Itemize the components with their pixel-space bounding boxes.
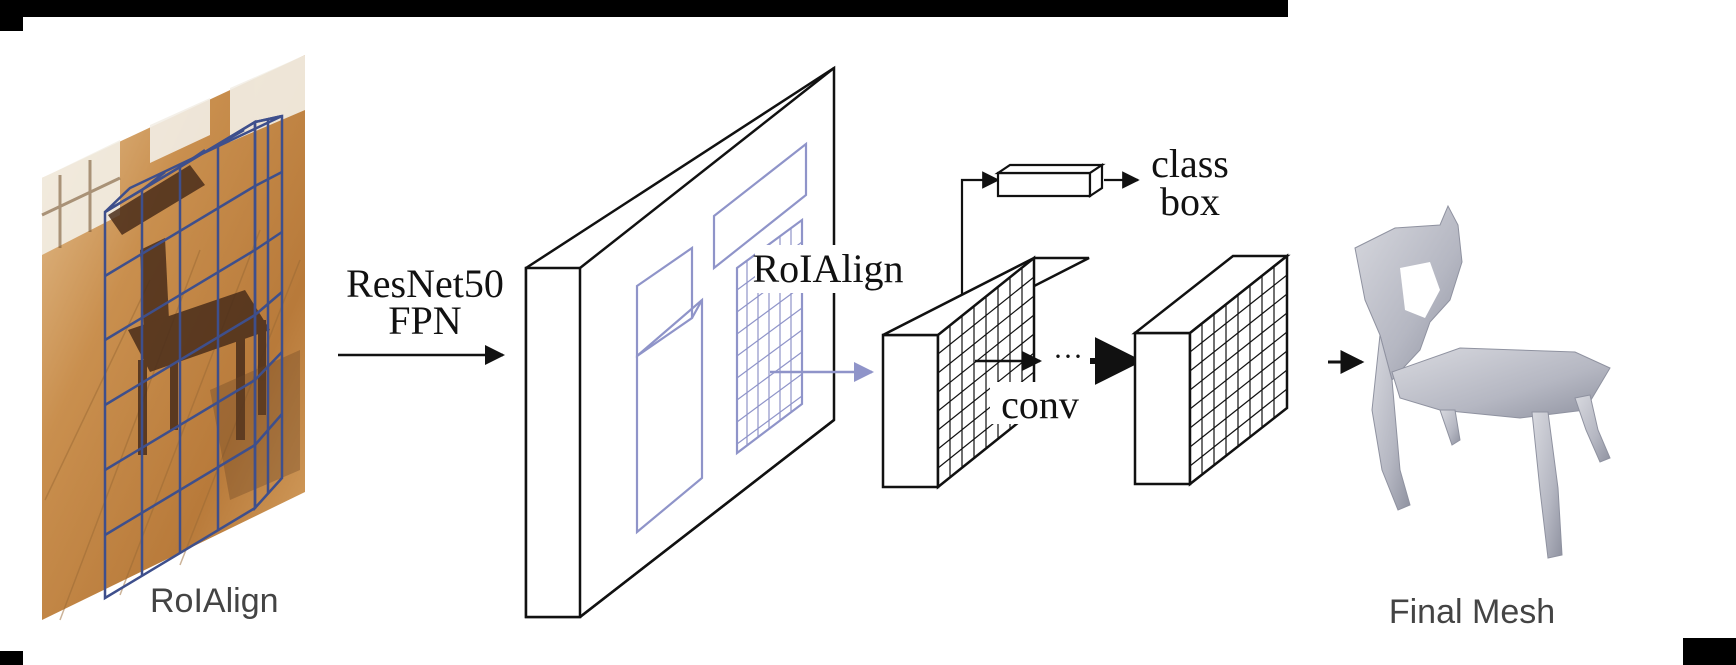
voxel-grid-overlay xyxy=(103,114,284,601)
fc-head-box xyxy=(994,162,1106,199)
top-black-bar xyxy=(0,0,1288,17)
head-branch-line xyxy=(960,171,1000,295)
feature-map-block xyxy=(524,65,836,619)
caption-final-mesh: Final Mesh xyxy=(1389,593,1555,631)
roi-boxes xyxy=(635,141,808,535)
output-box-label: box xyxy=(1160,179,1220,224)
conv-label: conv xyxy=(1001,382,1079,427)
corner-mark-bottom-right xyxy=(1683,638,1736,665)
output-class-label: class xyxy=(1151,141,1229,186)
final-mesh-icon xyxy=(1354,204,1611,559)
conv-ellipsis: ··· xyxy=(1053,340,1083,373)
corner-mark-top-left xyxy=(0,17,23,31)
input-image-icon xyxy=(41,55,305,621)
caption-roialign: RoIAlign xyxy=(150,582,279,620)
backbone-label-fpn: FPN xyxy=(388,298,461,343)
roialign-label-bg xyxy=(755,245,905,293)
conv-label-bg xyxy=(990,382,1086,424)
roialign-feature-label: RoIAlign xyxy=(752,246,903,291)
backbone-label-resnet50: ResNet50 xyxy=(346,261,504,306)
block-1-grid xyxy=(937,268,1035,477)
block-2-grid xyxy=(1189,266,1288,475)
corner-mark-bottom-left xyxy=(0,651,23,665)
